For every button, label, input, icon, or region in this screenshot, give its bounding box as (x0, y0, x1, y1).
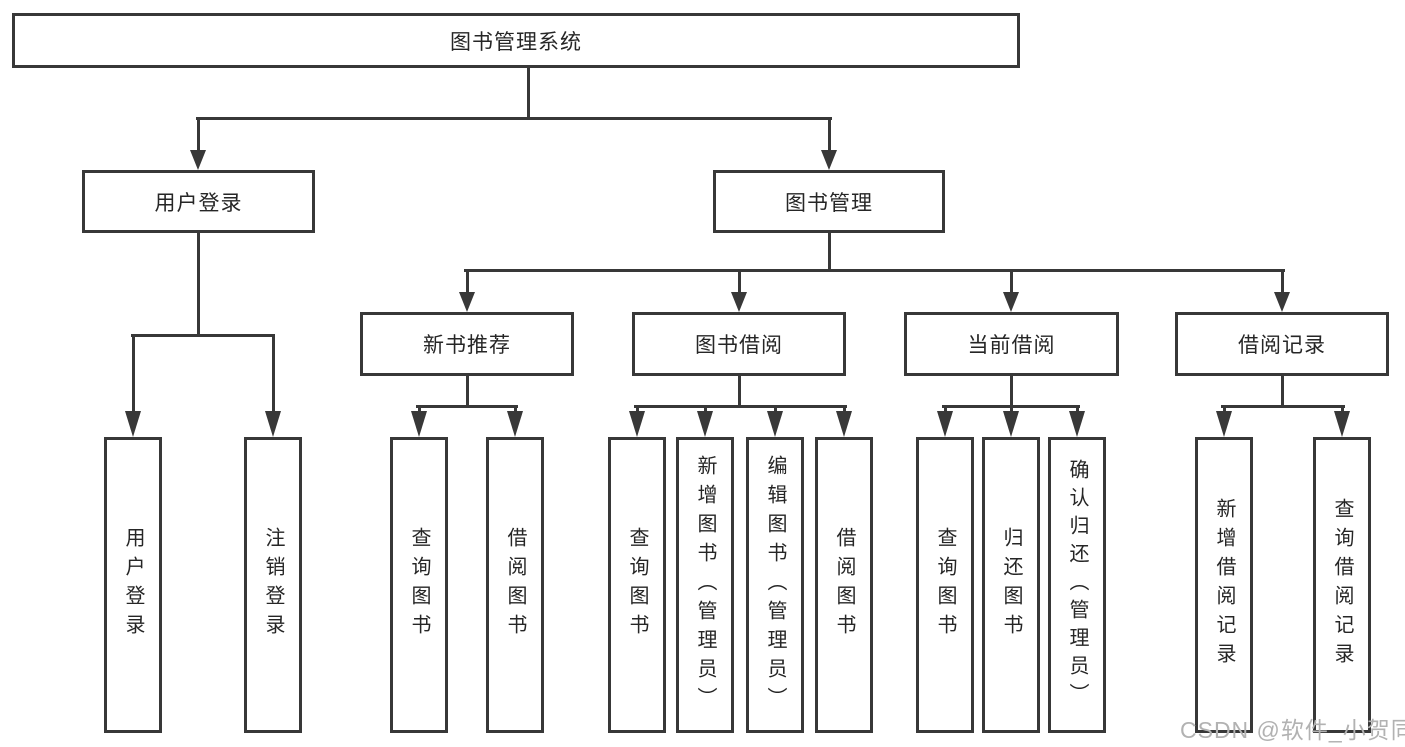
arrowhead-down-icon (731, 292, 747, 312)
leaf-add-borrow-record: 新增借阅记录 (1195, 437, 1253, 733)
node-book-borrow: 图书借阅 (632, 312, 846, 376)
node-label: 当前借阅 (967, 334, 1056, 357)
connector-line (1076, 406, 1079, 413)
arrowhead-down-icon (937, 411, 953, 437)
leaf-label: 查询借阅记录 (1331, 498, 1353, 672)
connector-line (1281, 270, 1284, 294)
connector-line (1281, 376, 1284, 406)
arrowhead-down-icon (1274, 292, 1290, 312)
leaf-label: 借阅图书 (833, 527, 855, 643)
connector-line (196, 117, 832, 120)
leaf-confirm-return-admin: 确认归还（管理员） (1048, 437, 1106, 733)
connector-line (418, 406, 421, 413)
connector-line (466, 376, 469, 406)
connector-line (131, 334, 275, 337)
leaf-label: 查询图书 (408, 527, 430, 643)
connector-line (1010, 376, 1013, 406)
connector-line (828, 233, 831, 270)
arrowhead-down-icon (1003, 292, 1019, 312)
leaf-return-book: 归还图书 (982, 437, 1040, 733)
connector-line (738, 376, 741, 406)
arrowhead-down-icon (1003, 411, 1019, 437)
csdn-watermark: CSDN @软件_小贺同学 (1180, 717, 1405, 743)
connector-line (828, 118, 831, 152)
leaf-label: 编辑图书（管理员） (764, 454, 786, 716)
connector-line (704, 406, 707, 413)
arrowhead-down-icon (836, 411, 852, 437)
connector-line (634, 405, 847, 408)
arrowhead-down-icon (1216, 411, 1232, 437)
connector-line (1221, 405, 1345, 408)
leaf-label: 查询图书 (934, 527, 956, 643)
arrowhead-down-icon (411, 411, 427, 437)
leaf-label: 新增图书（管理员） (694, 454, 716, 716)
leaf-logout: 注销登录 (244, 437, 302, 733)
connector-line (1010, 406, 1013, 413)
leaf-add-book-admin: 新增图书（管理员） (676, 437, 734, 733)
connector-line (1223, 406, 1226, 413)
node-new-book-recommend: 新书推荐 (360, 312, 574, 376)
node-label: 借阅记录 (1238, 334, 1326, 357)
node-label: 图书管理系统 (450, 30, 582, 54)
connector-line (132, 335, 135, 413)
connector-line (197, 233, 200, 335)
arrowhead-down-icon (1069, 411, 1085, 437)
node-label: 图书借阅 (695, 334, 783, 357)
leaf-query-books-2: 查询图书 (608, 437, 666, 733)
leaf-borrow-books-1: 借阅图书 (486, 437, 544, 733)
leaf-user-login: 用户登录 (104, 437, 162, 733)
connector-line (197, 118, 200, 152)
leaf-label: 用户登录 (122, 527, 144, 643)
connector-line (636, 406, 639, 413)
arrowhead-down-icon (125, 411, 141, 437)
node-label: 用户登录 (154, 191, 243, 215)
node-user-login: 用户登录 (82, 170, 315, 233)
leaf-label: 归还图书 (1000, 527, 1022, 643)
node-current-borrow: 当前借阅 (904, 312, 1119, 376)
connector-line (416, 405, 518, 408)
arrowhead-down-icon (507, 411, 523, 437)
connector-line (843, 406, 846, 413)
connector-line (944, 406, 947, 413)
arrowhead-down-icon (697, 411, 713, 437)
connector-line (774, 406, 777, 413)
connector-line (272, 335, 275, 413)
leaf-label: 确认归还（管理员） (1066, 459, 1088, 711)
arrowhead-down-icon (190, 150, 206, 170)
node-library-system: 图书管理系统 (12, 13, 1020, 68)
leaf-label: 新增借阅记录 (1213, 498, 1235, 672)
node-borrow-record: 借阅记录 (1175, 312, 1389, 376)
leaf-label: 注销登录 (262, 527, 284, 643)
connector-line (466, 270, 469, 294)
arrowhead-down-icon (459, 292, 475, 312)
leaf-edit-book-admin: 编辑图书（管理员） (746, 437, 804, 733)
leaf-query-books-1: 查询图书 (390, 437, 448, 733)
connector-line (1341, 406, 1344, 413)
leaf-label: 查询图书 (626, 527, 648, 643)
arrowhead-down-icon (821, 150, 837, 170)
leaf-query-books-3: 查询图书 (916, 437, 974, 733)
arrowhead-down-icon (629, 411, 645, 437)
leaf-label: 借阅图书 (504, 527, 526, 643)
arrowhead-down-icon (265, 411, 281, 437)
leaf-borrow-books-2: 借阅图书 (815, 437, 873, 733)
connector-line (527, 68, 530, 118)
connector-line (514, 406, 517, 413)
leaf-query-borrow-record: 查询借阅记录 (1313, 437, 1371, 733)
arrowhead-down-icon (767, 411, 783, 437)
connector-line (738, 270, 741, 294)
node-label: 图书管理 (785, 191, 873, 215)
node-book-management: 图书管理 (713, 170, 945, 233)
node-label: 新书推荐 (423, 334, 511, 357)
connector-line (464, 269, 1285, 272)
connector-line (1010, 270, 1013, 294)
arrowhead-down-icon (1334, 411, 1350, 437)
